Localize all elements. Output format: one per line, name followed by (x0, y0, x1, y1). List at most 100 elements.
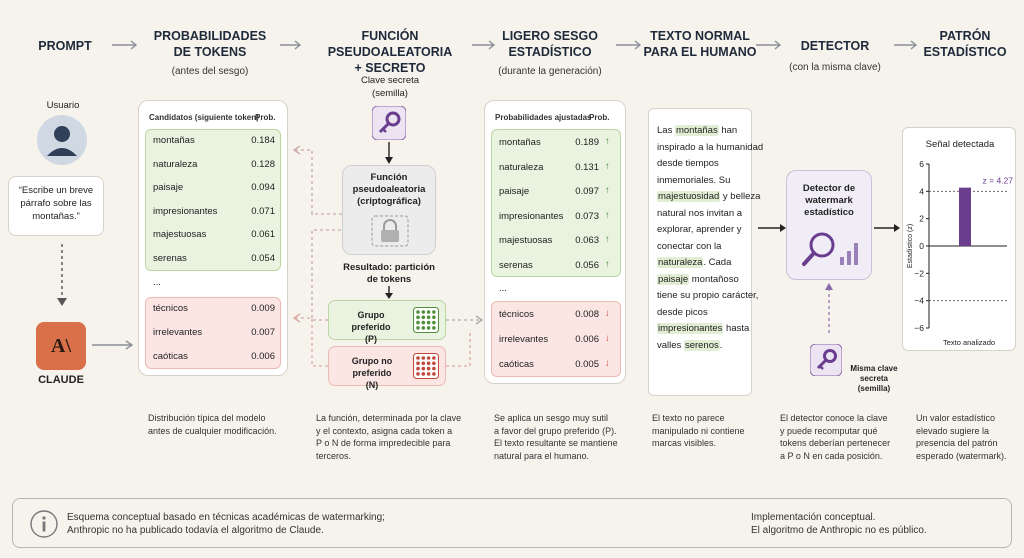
down-arrow-icon: ↓ (605, 358, 610, 369)
same-key-label-line2: secreta (859, 374, 889, 383)
chart-tick-label: −4 (914, 296, 924, 306)
chart-ylabel: Estadístico (z) (907, 224, 914, 268)
func-box-title-line2: pseudoaleatoria (352, 184, 426, 195)
token-label: impresionantes (499, 210, 564, 222)
text-line: paisaje montañoso (657, 272, 751, 289)
same-key-label: Misma clave secreta (semilla) (846, 364, 902, 394)
claude-to-probs-arrow (92, 340, 134, 350)
token-prob: 0.056 (575, 259, 599, 271)
header-prompt: PROMPT (38, 39, 92, 53)
highlighted-token: paisaje (657, 273, 690, 285)
token-label: montañas (153, 135, 195, 146)
preferred-label: Grupo preferido (351, 310, 391, 332)
caption-detector-line2: y puede recomputar qué (780, 425, 878, 436)
up-arrow-icon: ↑ (605, 234, 610, 245)
probs-ellipsis: ... (153, 277, 161, 288)
token-prob: 0.006 (575, 334, 599, 345)
chart-tick-label: 0 (919, 241, 924, 251)
text-segment: inspirado a la humanidad (657, 141, 764, 153)
prompt-bubble-text: “Escribe un breve párrafo sobre las mont… (18, 185, 94, 222)
user-avatar-icon (37, 115, 87, 165)
token-label: caóticas (499, 359, 534, 370)
up-arrow-icon: ↑ (605, 185, 610, 196)
caption-pattern-line4: esperado (watermark). (916, 450, 1007, 461)
highlighted-token: impresionantes (657, 323, 724, 334)
text-line: naturaleza. Cada (657, 255, 751, 272)
text-segment: natural nos invitan a (657, 207, 743, 219)
caption-bias-line4: natural para el humano. (494, 450, 590, 461)
text-segment: y belleza (720, 191, 761, 202)
highlighted-token: majestuosidad (657, 191, 721, 202)
highlighted-token: serenos (683, 339, 720, 351)
user-label: Usuario (46, 100, 80, 111)
text-segment: conectar con la (657, 240, 722, 252)
text-line: tiene su propio carácter, (657, 288, 758, 305)
header-text-line1: TEXTO NORMAL (650, 29, 750, 43)
same-key-icon (810, 344, 842, 376)
down-arrow-icon: ↓ (605, 333, 610, 344)
caption-text-line2: manipulado ni contiene (652, 425, 745, 436)
text-segment: desde picos (657, 306, 708, 318)
prompt-bubble: “Escribe un breve párrafo sobre las mont… (8, 176, 104, 236)
preferred-group-box: Grupo preferido (P) (328, 300, 446, 344)
probs-col-candidates: Candidatos (siguiente token) (149, 113, 259, 122)
caption-text-line3: marcas visibles. (652, 438, 717, 448)
chart-tick-label: 6 (919, 159, 924, 169)
caption-bias-line3: El texto resultante se mantiene (494, 438, 618, 448)
detector-key-dotted-arrow (825, 283, 833, 336)
func-box-title-line1: Función (370, 172, 408, 183)
header-pattern: PATRÓN ESTADÍSTICO (915, 28, 1015, 60)
header-probs: PROBABILIDADES DE TOKENS (140, 28, 280, 60)
highlighted-token: naturaleza (657, 257, 704, 268)
header-pattern-line1: PATRÓN (939, 29, 991, 43)
same-key-label-line1: Misma clave (850, 364, 898, 373)
header-probs-line1: PROBABILIDADES (153, 29, 267, 43)
caption-bias-line2: a favor del grupo preferido (P). (494, 425, 617, 436)
text-line: inspirado a la humanidad (657, 140, 763, 157)
text-segment: desde tiempos (657, 158, 719, 169)
text-segment: valles (657, 339, 684, 351)
nonpreferred-group-box: Grupo no preferido (N) (328, 346, 446, 390)
token-label: naturaleza (153, 158, 198, 170)
token-label: naturaleza (499, 161, 544, 173)
nonpreferred-code: (N) (365, 380, 379, 390)
header-bias: LIGERO SESGO ESTADÍSTICO (480, 28, 620, 60)
text-line: explorar, aprender y (657, 222, 751, 239)
caption-func-line1: La función, determinada por la clave (316, 413, 462, 423)
key-icon (372, 106, 406, 140)
token-label: caóticas (153, 351, 188, 362)
token-prob: 0.007 (251, 327, 275, 338)
preferred-dots-icon (413, 307, 439, 333)
token-prob: 0.131 (575, 161, 599, 173)
caption-probs-line1: Distribución típica del modelo (148, 413, 266, 423)
text-segment: han (718, 125, 738, 136)
lock-icon (371, 215, 409, 247)
token-prob: 0.189 (575, 137, 599, 148)
detector-title-line3: estadístico (804, 207, 854, 218)
header-func-line2: + SECRETO (354, 61, 426, 75)
caption-detector-line3: tokens deberían pertenecer (780, 438, 891, 448)
magnifier-chart-icon (802, 232, 858, 266)
func-box-title-line3: (criptográfica) (357, 196, 421, 207)
text-line: valles serenos. (657, 338, 751, 355)
detector-to-chart-arrow (874, 224, 900, 232)
caption-detector-line4: a P o N en cada posición. (780, 450, 883, 461)
caption-func: La función, determinada por la clave y e… (316, 412, 476, 462)
text-segment: montañoso (689, 273, 739, 285)
text-segment: Las (657, 125, 675, 136)
text-line: inmemoriales. Su (657, 173, 751, 190)
token-label: montañas (499, 137, 541, 148)
text-line: impresionantes hasta (657, 321, 751, 338)
func-key-label: Clave secreta (semilla) (342, 74, 438, 100)
chart-tick-label: 4 (919, 186, 924, 196)
bias-table-card: Probabilidades ajustadas Prob. ... monta… (484, 100, 626, 384)
down-arrow-icon: ↓ (605, 308, 610, 319)
